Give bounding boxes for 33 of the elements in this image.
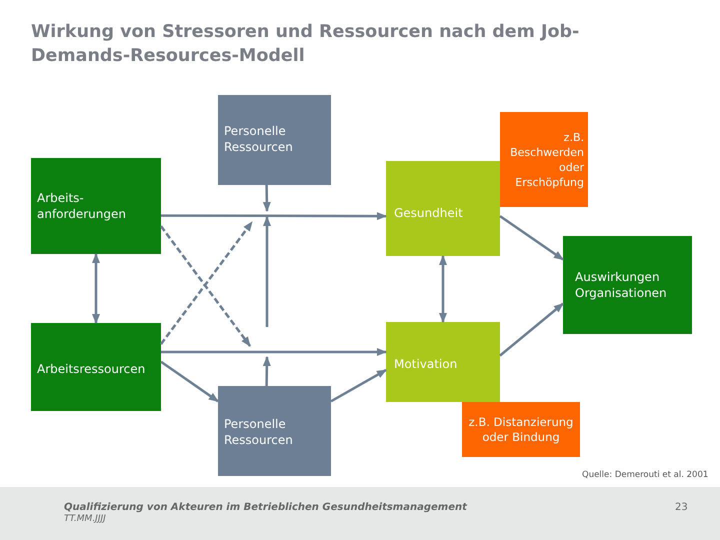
arrow (161, 212, 387, 220)
box-label: Arbeitsressourcen (37, 361, 146, 377)
footer-text: Qualifizierung von Akteuren im Betrieblichen Gesundheitsmanagement (64, 502, 467, 513)
slide-title: Wirkung von Stressoren und Ressourcen nach dem Job-Demands-Resources-Modell (31, 21, 580, 68)
box-label: Personelle Ressourcen (224, 123, 294, 155)
box-label: Gesundheit (394, 204, 463, 220)
arrow (92, 253, 100, 324)
box-label: Personelle Ressourcen (224, 416, 294, 448)
box-label: Arbeits- anforderungen (37, 190, 127, 222)
box-label: Motivation (394, 356, 458, 372)
process-box (218, 95, 331, 185)
process-box (462, 402, 580, 457)
process-box (563, 236, 692, 334)
arrow (330, 368, 387, 402)
process-box (386, 322, 500, 402)
arrow (262, 184, 271, 212)
arrow (160, 360, 219, 402)
arrow (262, 356, 271, 386)
arrow (499, 215, 564, 261)
process-box (31, 323, 161, 411)
process-box (31, 158, 161, 254)
arrow (439, 255, 447, 323)
box-label: Auswirkungen Organisationen (575, 269, 668, 301)
process-box (386, 161, 500, 256)
process-box (500, 112, 588, 207)
arrow (161, 348, 387, 356)
footer-date: TT.MM.JJJJ (64, 514, 107, 526)
process-box (218, 386, 331, 476)
box-label: z.B. Distanzierung oder Bindung (468, 414, 574, 444)
source-note: Quelle: Demerouti et al. 2001 (582, 470, 708, 480)
page-number: 23 (675, 502, 688, 513)
box-label: z.B. Beschwerden oder Erschöpfung (509, 130, 584, 190)
arrow (499, 302, 564, 357)
